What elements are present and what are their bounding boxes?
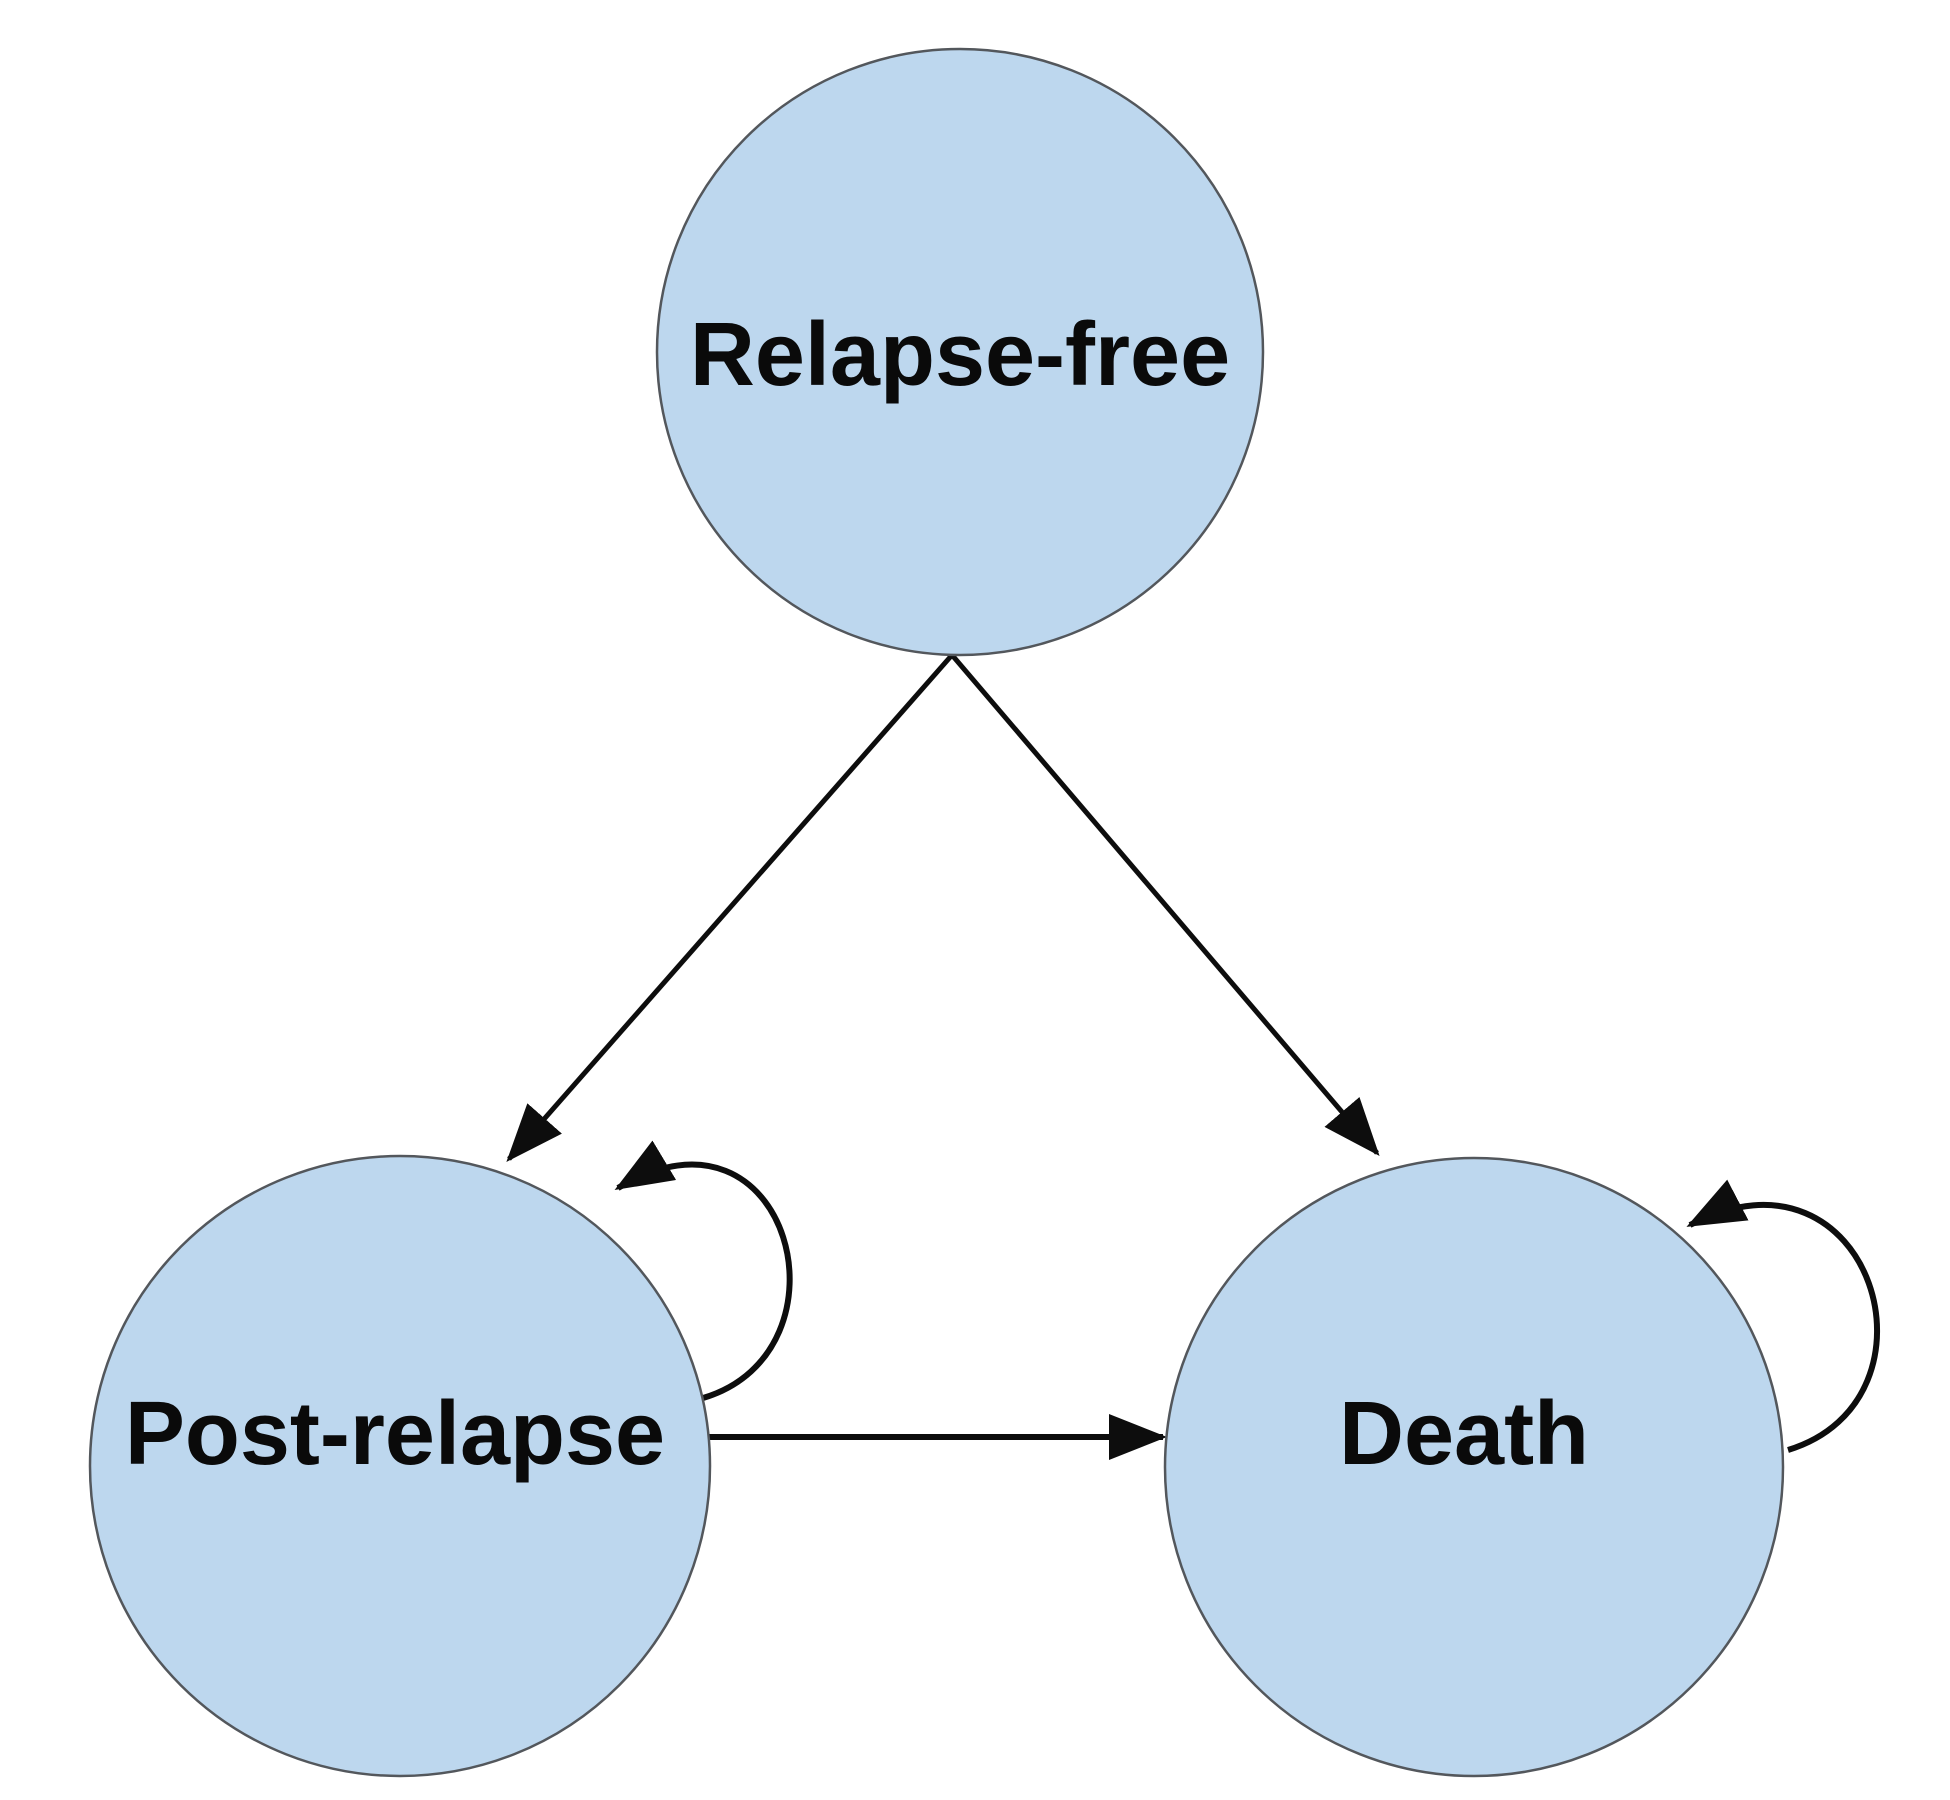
state-node-post-relapse: Post-relapse xyxy=(88,1154,712,1778)
transition-arrow-relapse-free-to-post-relapse xyxy=(506,653,954,1163)
state-node-relapse-free: Relapse-free xyxy=(655,47,1265,657)
self-loop-arrow-post-relapse xyxy=(614,1140,793,1401)
state-circle-post-relapse xyxy=(88,1154,712,1778)
self-loop-arrow-death xyxy=(1686,1179,1881,1453)
transition-arrow-relapse-free-to-death xyxy=(950,653,1380,1157)
state-circle-death xyxy=(1163,1156,1785,1778)
state-label-death: Death xyxy=(1339,1384,1589,1484)
state-label-post-relapse: Post-relapse xyxy=(125,1384,665,1484)
state-node-death: Death xyxy=(1163,1156,1785,1778)
state-label-relapse-free: Relapse-free xyxy=(690,305,1230,405)
state-circle-relapse-free xyxy=(655,47,1265,657)
